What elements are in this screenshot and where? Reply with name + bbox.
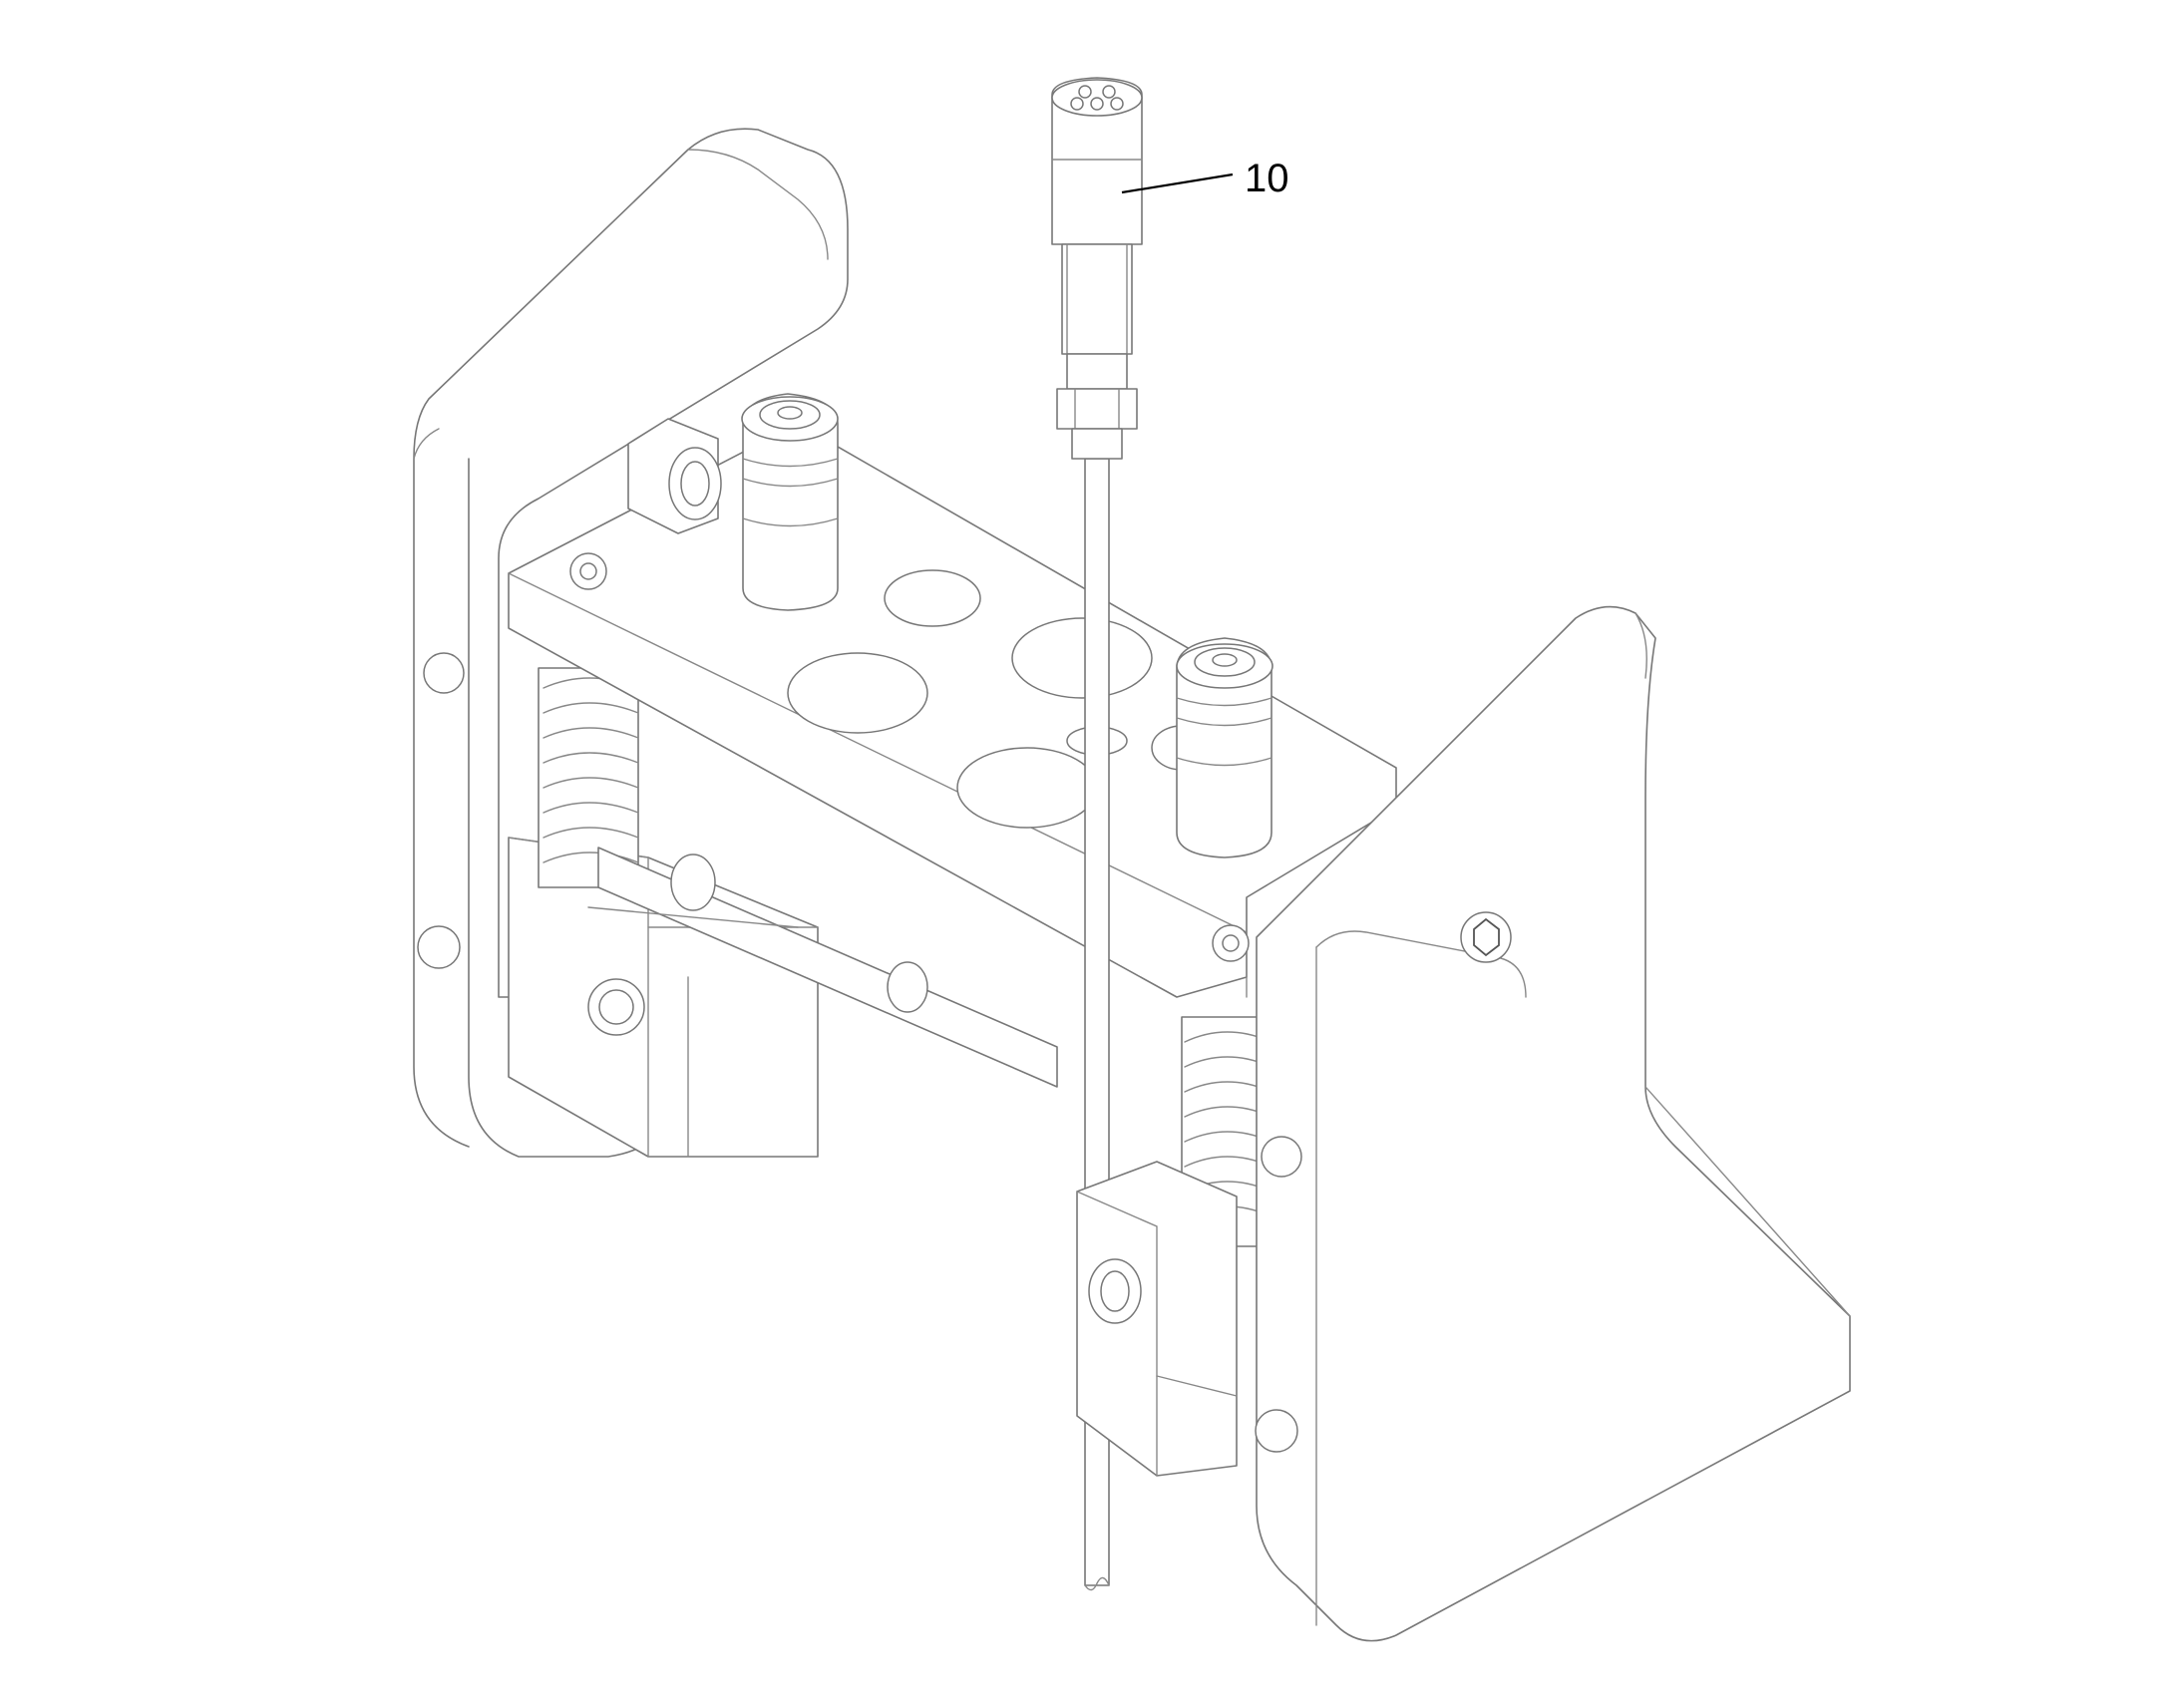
left-pin-nut — [627, 418, 722, 534]
bracket-hole-3 — [1011, 617, 1153, 699]
left-plate-hole-lower — [417, 925, 461, 969]
callout-10: 10 — [1121, 157, 1289, 200]
sensor-connector — [1051, 77, 1143, 460]
right-plate-hole-upper — [1261, 1136, 1302, 1178]
bracket-hole-1 — [884, 569, 981, 627]
bracket-hole-2 — [787, 652, 928, 734]
left-spring — [538, 667, 639, 888]
right-side-plate — [1255, 605, 1851, 1642]
left-plate-hole-upper — [423, 652, 465, 694]
right-plate-hole-lower — [1255, 1409, 1298, 1453]
right-lower-block — [1076, 1161, 1238, 1477]
lower-guide-strip — [587, 847, 1058, 1088]
right-plate-screw — [1460, 911, 1512, 963]
callout-10-label: 10 — [1245, 157, 1289, 200]
right-top-fitting — [1176, 637, 1273, 858]
callout-10-leader — [1121, 172, 1234, 194]
bracket-hole-4 — [956, 747, 1098, 829]
top-bracket — [508, 423, 1397, 998]
left-top-fitting — [741, 393, 839, 611]
left-side-plate — [413, 128, 849, 1158]
